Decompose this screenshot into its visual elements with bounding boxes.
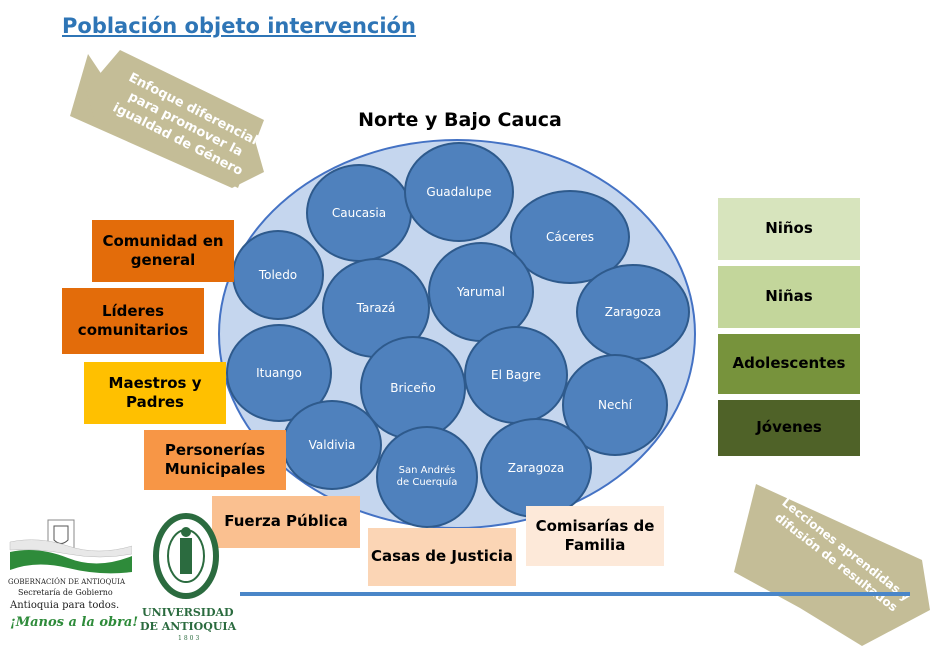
town-valdivia: Valdivia — [282, 400, 382, 490]
page-title: Población objeto intervención — [62, 14, 416, 38]
town-san-andres: San Andrés de Cuerquía — [376, 426, 478, 528]
town-guadalupe: Guadalupe — [404, 142, 514, 242]
gobernacion-flag-icon — [9, 519, 132, 574]
town-caucasia: Caucasia — [306, 164, 412, 262]
box-ninas: Niñas — [718, 266, 860, 328]
box-comisarias: Comisarías de Familia — [526, 506, 664, 566]
gobernacion-logo: GOBERNACIÓN DE ANTIOQUIA Secretaría de G… — [8, 516, 138, 642]
box-fuerza-publica: Fuerza Pública — [212, 496, 360, 548]
box-casas-justicia: Casas de Justicia — [368, 528, 516, 586]
box-jovenes: Jóvenes — [718, 400, 860, 456]
gender-focus-arrow-label: Enfoque diferencial para promover la igu… — [110, 70, 261, 179]
lessons-arrow-label: Lecciones aprendidas y difusión de resul… — [772, 495, 913, 615]
udea-logo: UNIVERSIDAD DE ANTIOQUIA 1803 — [140, 510, 236, 648]
box-lideres: Líderes comunitarios — [62, 288, 204, 354]
region-title: Norte y Bajo Cauca — [358, 109, 562, 131]
town-zaragoza-1: Zaragoza — [576, 264, 690, 360]
box-personerias: Personerías Municipales — [144, 430, 286, 490]
town-zaragoza-2: Zaragoza — [480, 418, 592, 518]
town-toledo: Toledo — [232, 230, 324, 320]
town-ituango: Ituango — [226, 324, 332, 422]
box-comunidad: Comunidad en general — [92, 220, 234, 282]
udea-seal-icon — [153, 513, 219, 599]
box-adolescentes: Adolescentes — [718, 334, 860, 394]
town-el-bagre: El Bagre — [464, 326, 568, 424]
box-maestros: Maestros y Padres — [84, 362, 226, 424]
box-ninos: Niños — [718, 198, 860, 260]
footer-rule — [240, 592, 910, 596]
